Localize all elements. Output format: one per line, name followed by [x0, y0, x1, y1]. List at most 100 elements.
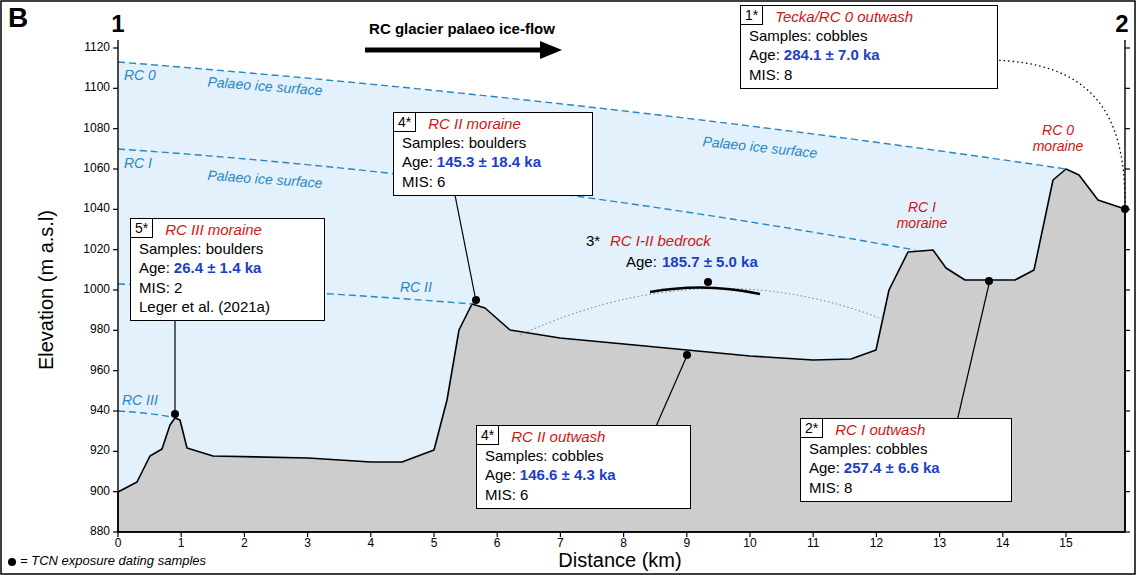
sample-box: 5*RC III moraineSamples: bouldersAge:26.… — [130, 218, 325, 321]
tick-mark — [113, 168, 118, 169]
axis-tick-label: 7 — [557, 537, 564, 551]
sample-title: Tecka/RC 0 outwash — [775, 7, 913, 26]
axis-tick-label: 1000 — [83, 283, 110, 297]
text-row: Age:145.3 ± 18.4 ka — [394, 152, 582, 171]
axis-tick-label: 1 — [178, 537, 185, 551]
rc1-ice-surface — [118, 149, 915, 250]
text-row: Age:257.4 ± 6.6 ka — [801, 458, 1001, 477]
axis-tick-label: 6 — [494, 537, 501, 551]
age-value: 185.7 ± 5.0 ka — [662, 253, 758, 270]
sample-dot — [985, 277, 993, 285]
text-row: MIS: 6 — [477, 485, 680, 504]
axis-tick-label: 960 — [90, 364, 110, 378]
text-row: Samples: cobbles — [477, 446, 680, 465]
sample-type: Samples: cobbles — [749, 27, 867, 44]
text-row: 5*RC III moraine — [131, 219, 314, 239]
right-axis — [1124, 40, 1125, 532]
axis-tick-label: 3 — [304, 537, 311, 551]
axis-tick-label: 9 — [683, 537, 690, 551]
callout-number: 2* — [801, 419, 823, 438]
age-prefix: Age: — [402, 153, 433, 170]
text-row: Age:146.6 ± 4.3 ka — [477, 465, 680, 484]
age-value: 146.6 ± 4.3 ka — [520, 466, 616, 483]
mis-stage: MIS: 6 — [485, 486, 528, 503]
axis-tick-label: 11 — [807, 537, 819, 551]
tick-mark — [1125, 330, 1130, 331]
tick-mark — [1125, 88, 1130, 89]
axis-ticks — [113, 48, 1130, 537]
text-row: Samples: boulders — [131, 239, 314, 258]
rc3-ice-surface — [118, 411, 172, 417]
text-row: 4*RC II outwash — [477, 426, 680, 446]
axis-tick-label: 940 — [90, 404, 110, 418]
x-axis — [118, 531, 1125, 532]
age-prefix: Age: — [626, 253, 657, 270]
tick-mark — [1125, 128, 1130, 129]
axis-tick-label: 900 — [90, 485, 110, 499]
axis-tick-label: 5 — [431, 537, 438, 551]
callout-number: 4* — [394, 113, 416, 132]
axis-tick-label: 1060 — [83, 162, 110, 176]
tick-mark — [1125, 451, 1130, 452]
text-row: Leger et al. (2021a) — [131, 297, 314, 316]
axis-tick-label: 920 — [90, 444, 110, 458]
tick-mark — [113, 249, 118, 250]
tick-mark — [113, 491, 118, 492]
tick-mark — [1125, 249, 1130, 250]
axis-tick-label: 15 — [1059, 537, 1072, 551]
text-row: Samples: boulders — [394, 133, 582, 152]
sample-type: Samples: boulders — [402, 134, 526, 151]
ice-stage-label: RC II — [400, 279, 432, 295]
age-value: 284.1 ± 7.0 ka — [784, 46, 880, 63]
tick-mark — [113, 128, 118, 129]
sample-dot — [171, 410, 179, 418]
panel-letter: B — [8, 2, 28, 34]
sample-title: RC I-II bedrock — [610, 232, 711, 249]
sample-title: RC II outwash — [511, 427, 605, 446]
ice-stage-label: RC III — [122, 392, 158, 408]
text-row: 2*RC I outwash — [801, 419, 1001, 439]
profile-end-number: 2 — [1115, 10, 1128, 38]
landform-label: RC I moraine — [892, 200, 952, 231]
tick-mark — [113, 47, 118, 48]
sample-type: Samples: cobbles — [809, 440, 927, 457]
text-row: MIS: 2 — [131, 278, 314, 297]
sample-dot — [472, 296, 480, 304]
leader-line — [174, 320, 175, 410]
flow-arrow-head — [540, 41, 562, 59]
age-prefix: Age: — [485, 466, 516, 483]
tick-mark — [113, 289, 118, 290]
reference: Leger et al. (2021a) — [139, 298, 270, 315]
sample-box: 2*RC I outwashSamples: cobblesAge:257.4 … — [800, 418, 1012, 502]
legend-dot — [8, 558, 16, 566]
axis-title: Elevation (m a.s.l) — [35, 210, 58, 370]
age-prefix: Age: — [809, 459, 840, 476]
axis-tick-label: 2 — [241, 537, 248, 551]
callout-number: 3* — [586, 232, 600, 249]
text-row: MIS: 6 — [394, 172, 582, 191]
y-axis — [117, 40, 118, 532]
tick-mark — [113, 209, 118, 210]
tick-mark — [1125, 370, 1130, 371]
sample-box: 1*Tecka/RC 0 outwashSamples: cobblesAge:… — [740, 5, 998, 89]
callout-number: 5* — [131, 219, 153, 238]
tick-mark — [1125, 410, 1130, 411]
tick-mark — [1125, 491, 1130, 492]
axis-tick-label: 10 — [743, 537, 756, 551]
age-prefix: Age: — [749, 46, 780, 63]
sample-type: Samples: cobbles — [485, 447, 603, 464]
age-prefix: Age: — [139, 259, 170, 276]
axis-tick-label: 12 — [870, 537, 883, 551]
axis-tick-label: 1080 — [83, 122, 110, 136]
axis-tick-label: 14 — [996, 537, 1009, 551]
tick-mark — [1125, 531, 1130, 532]
axis-tick-label: 4 — [367, 537, 374, 551]
landform-label: RC 0 moraine — [1029, 123, 1087, 154]
axis-tick-label: 1100 — [84, 81, 110, 95]
tick-mark — [113, 410, 118, 411]
tick-mark — [1125, 168, 1130, 169]
mis-stage: MIS: 8 — [809, 479, 852, 496]
axis-tick-label: 8 — [620, 537, 627, 551]
